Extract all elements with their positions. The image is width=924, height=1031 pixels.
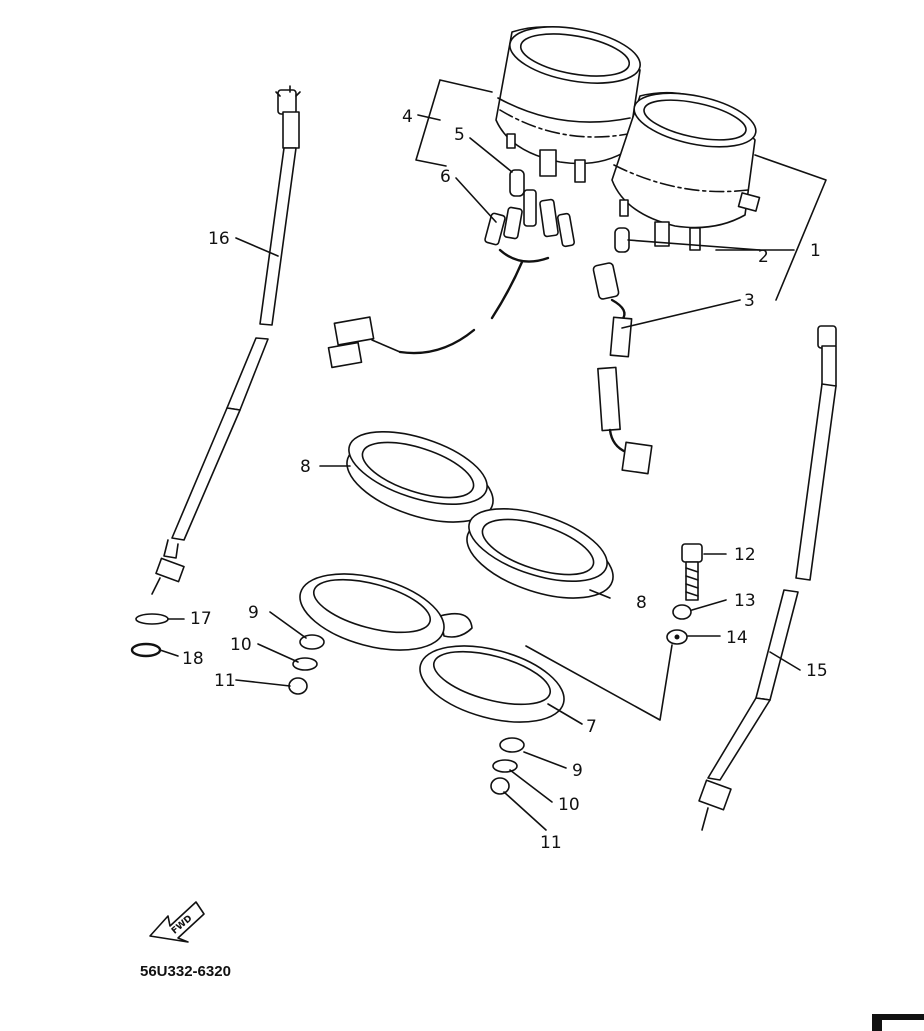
callout-14: 14 <box>726 628 748 648</box>
bulb-5 <box>509 169 525 197</box>
leader-lines <box>159 114 801 831</box>
callout-13: 13 <box>734 591 756 611</box>
hardware-lower <box>490 737 525 795</box>
callout-6: 6 <box>440 167 451 187</box>
callout-2: 2 <box>758 247 769 267</box>
clip-17 <box>135 613 169 625</box>
hardware-left <box>288 634 325 695</box>
callout-9-lower: 9 <box>572 761 583 781</box>
corner-fragment <box>872 1014 924 1031</box>
callout-11-lower: 11 <box>540 833 562 853</box>
gauge-case-upper <box>346 431 494 523</box>
callout-11-left: 11 <box>214 671 236 691</box>
callout-1: 1 <box>810 241 821 261</box>
callout-18: 18 <box>182 649 204 669</box>
callout-5: 5 <box>454 125 465 145</box>
callout-9-left: 9 <box>248 603 259 623</box>
callout-7: 7 <box>586 717 597 737</box>
o-ring-18 <box>130 642 162 658</box>
callout-10-left: 10 <box>230 635 252 655</box>
callout-12: 12 <box>734 545 756 565</box>
bulb-2 <box>614 227 630 253</box>
callout-4: 4 <box>402 107 413 127</box>
meter-bracket <box>299 573 565 723</box>
gauge-left <box>495 26 641 183</box>
cable-16 <box>151 85 301 595</box>
callout-15: 15 <box>806 661 828 681</box>
lead-wire <box>592 262 653 475</box>
gauge-case-lower <box>466 508 614 599</box>
callout-8-lower: 8 <box>636 593 647 613</box>
callout-17: 17 <box>190 609 212 629</box>
callout-8-upper: 8 <box>300 457 311 477</box>
diagram-part-number: 56U332-6320 <box>140 963 231 980</box>
callout-10-lower: 10 <box>558 795 580 815</box>
callout-16: 16 <box>208 229 230 249</box>
washer-13 <box>672 604 692 620</box>
forward-arrow-icon: FWD <box>149 901 205 943</box>
callout-labels: 1 2 3 4 5 6 7 8 8 9 9 10 10 11 11 12 13 … <box>182 107 828 853</box>
gauge-right <box>611 91 761 251</box>
callout-3: 3 <box>744 291 755 311</box>
cable-15 <box>698 325 837 831</box>
bolt-12 <box>681 543 703 601</box>
wire-harness <box>327 189 576 369</box>
